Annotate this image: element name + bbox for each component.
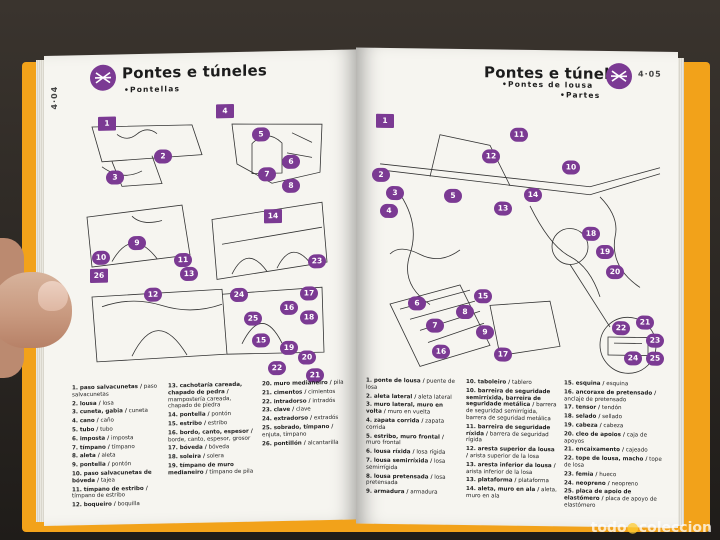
- badge-26: 26: [90, 268, 108, 284]
- right-legend: 1. ponte de lousa / puente de losa 2. al…: [366, 377, 662, 509]
- badge-21: 21: [636, 315, 654, 330]
- badge-7: 7: [426, 318, 444, 333]
- badge-18: 18: [300, 310, 318, 325]
- badge-11: 11: [174, 252, 192, 268]
- badge-2: 2: [372, 167, 390, 182]
- badge-10: 10: [562, 160, 580, 175]
- right-page: Pontes e túneles •Pontes de lousa •Parte…: [356, 47, 678, 529]
- badge-23: 23: [646, 333, 664, 348]
- left-legend: 1. paso salvacunetas / paso salvacunetas…: [72, 379, 344, 509]
- badge-14: 14: [524, 187, 542, 203]
- badge-19: 19: [596, 244, 614, 260]
- bridge-logo-icon: [90, 64, 116, 92]
- page-subtitle-1: •Pontes de lousa: [502, 79, 594, 90]
- badge-17: 17: [494, 347, 512, 362]
- badge-15: 15: [252, 333, 270, 348]
- left-page: 4·04 Pontes e túneles •Pontellas 1 4 2 3…: [44, 49, 358, 526]
- page-subtitle-2: •Partes: [560, 90, 601, 100]
- page-number: 4·04: [50, 85, 59, 110]
- culvert-illustrations: [86, 123, 328, 363]
- badge-24: 24: [230, 287, 248, 303]
- badge-5: 5: [252, 127, 270, 142]
- badge-13: 13: [494, 201, 512, 216]
- badge-25: 25: [646, 351, 664, 366]
- badge-19: 19: [280, 340, 298, 356]
- badge-3: 3: [106, 170, 124, 185]
- badge-4: 4: [216, 104, 234, 119]
- badge-24: 24: [624, 351, 642, 366]
- badge-22: 22: [268, 360, 286, 376]
- badge-17: 17: [300, 286, 318, 301]
- badge-8: 8: [282, 178, 300, 194]
- badge-25: 25: [244, 311, 262, 326]
- badge-11: 11: [510, 127, 528, 142]
- right-page-edges: [676, 58, 684, 526]
- badge-3: 3: [386, 185, 404, 201]
- badge-8: 8: [456, 304, 474, 320]
- page-title: Pontes e túneles: [122, 61, 268, 83]
- badge-15: 15: [474, 289, 492, 304]
- badge-16: 16: [432, 344, 450, 359]
- page-number: 4·05: [638, 69, 662, 79]
- badge-22: 22: [612, 321, 630, 336]
- badge-14: 14: [264, 209, 282, 224]
- badge-16: 16: [280, 300, 298, 316]
- badge-13: 13: [180, 266, 198, 282]
- badge-23: 23: [308, 254, 326, 269]
- bridge-logo-icon: [606, 62, 632, 90]
- badge-7: 7: [258, 167, 276, 182]
- badge-12: 12: [144, 287, 162, 302]
- badge-20: 20: [298, 350, 316, 365]
- badge-6: 6: [282, 154, 300, 170]
- badge-5: 5: [444, 188, 462, 203]
- badge-18: 18: [582, 226, 600, 241]
- badge-12: 12: [482, 149, 500, 164]
- badge-9: 9: [128, 235, 146, 251]
- watermark: todo●coleccion: [590, 520, 712, 536]
- slab-bridge-illustration: [379, 134, 661, 374]
- badge-2: 2: [154, 149, 172, 164]
- badge-10: 10: [92, 250, 110, 265]
- page-subtitle: •Pontellas: [124, 84, 181, 95]
- badge-1: 1: [98, 116, 116, 131]
- badge-20: 20: [606, 264, 624, 280]
- badge-9: 9: [476, 325, 494, 340]
- badge-1: 1: [376, 113, 394, 129]
- thumbnail: [38, 281, 68, 311]
- badge-6: 6: [408, 296, 426, 311]
- badge-4: 4: [380, 203, 398, 219]
